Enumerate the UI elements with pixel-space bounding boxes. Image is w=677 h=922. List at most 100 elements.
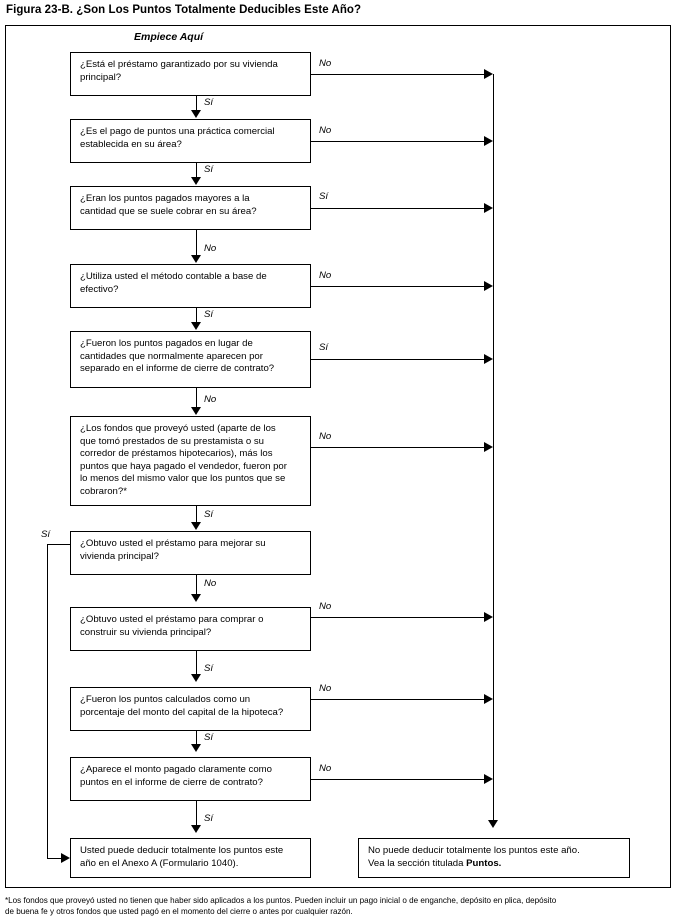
edge-q9-right-arrow-icon <box>484 694 493 704</box>
edge-q5-right-arrow-icon <box>484 354 493 364</box>
edge-label-q1-si: Sí <box>204 97 214 108</box>
decision-box-q8-line-2: construir su vivienda principal? <box>80 626 212 638</box>
edge-q2-down-arrow-icon <box>191 177 201 185</box>
edge-label-q3-no: No <box>204 243 217 254</box>
decision-box-q1-line-2: principal? <box>80 71 122 83</box>
terminal-box-not-deductible-line-1: No puede deducir totalmente los puntos e… <box>368 845 580 856</box>
decision-box-q1[interactable]: ¿Está el préstamo garantizado por su viv… <box>70 52 311 96</box>
footnote: *Los fondos que proveyó usted no tienen … <box>5 895 670 917</box>
edge-label-q7-no: No <box>204 578 217 589</box>
decision-box-q8-line-1: ¿Obtuvo usted el préstamo para comprar o <box>80 614 264 625</box>
decision-box-q2[interactable]: ¿Es el pago de puntos una práctica comer… <box>70 119 311 163</box>
left-return-top-segment <box>47 544 70 545</box>
edge-q5-down-arrow-icon <box>191 407 201 415</box>
edge-q3-right-arrow-icon <box>484 203 493 213</box>
start-here-label: Empiece Aquí <box>134 31 204 43</box>
figure-border <box>5 25 671 888</box>
edge-q10-right-line <box>311 779 491 780</box>
edge-q8-down-arrow-icon <box>191 674 201 682</box>
edge-q8-right-arrow-icon <box>484 612 493 622</box>
terminal-box-deductible-line-2: año en el Anexo A (Formulario 1040). <box>80 857 239 869</box>
decision-box-q7[interactable]: ¿Obtuvo usted el préstamo para mejorar s… <box>70 531 311 575</box>
decision-box-q10-line-1: ¿Aparece el monto pagado claramente como <box>80 764 272 775</box>
decision-box-q6-line-6: cobraron?* <box>80 485 127 497</box>
edge-label-q10-no: No <box>319 763 332 774</box>
edge-label-q2-no: No <box>319 125 332 136</box>
edge-q2-down-line <box>196 163 197 178</box>
edge-q5-right-line <box>311 359 491 360</box>
edge-q4-down-arrow-icon <box>191 322 201 330</box>
edge-q10-down-line <box>196 801 197 826</box>
edge-label-q6-si: Sí <box>204 509 214 520</box>
footnote-line-2: de buena fe y otros fondos que usted pag… <box>5 907 353 916</box>
decision-box-q5-line-3: separado en el informe de cierre de cont… <box>80 363 275 375</box>
decision-box-q3[interactable]: ¿Eran los puntos pagados mayores a la ca… <box>70 186 311 230</box>
decision-box-q6-line-2: que tomó prestados de su prestamista o s… <box>80 435 264 447</box>
terminal-box-not-deductible[interactable]: No puede deducir totalmente los puntos e… <box>358 838 630 878</box>
edge-q1-right-line <box>311 74 491 75</box>
edge-label-q4-si: Sí <box>204 309 214 320</box>
edge-q1-down-arrow-icon <box>191 110 201 118</box>
decision-box-q1-line-1: ¿Está el préstamo garantizado por su viv… <box>80 59 278 70</box>
edge-q3-right-line <box>311 208 491 209</box>
edge-q4-right-arrow-icon <box>484 281 493 291</box>
edge-q9-down-line <box>196 731 197 745</box>
edge-q8-down-line <box>196 651 197 675</box>
left-return-arrow-right-icon <box>61 853 70 863</box>
edge-q2-right-arrow-icon <box>484 136 493 146</box>
edge-q9-right-line <box>311 699 491 700</box>
decision-box-q6-line-3: corredor de préstamos hipotecarios), más… <box>80 448 273 460</box>
edge-label-q2-si: Sí <box>204 164 214 175</box>
edge-q4-right-line <box>311 286 491 287</box>
edge-label-q9-si: Sí <box>204 732 214 743</box>
decision-box-q10-line-2: puntos en el informe de cierre de contra… <box>80 776 263 788</box>
edge-q3-down-arrow-icon <box>191 255 201 263</box>
footnote-line-1: *Los fondos que proveyó usted no tienen … <box>5 896 557 905</box>
edge-label-q8-si: Sí <box>204 663 214 674</box>
edge-label-q5-no: No <box>204 394 217 405</box>
decision-box-q9-line-1: ¿Fueron los puntos calculados como un <box>80 694 251 705</box>
decision-box-q4-line-2: efectivo? <box>80 283 119 295</box>
decision-box-q6[interactable]: ¿Los fondos que proveyó usted (aparte de… <box>70 416 311 506</box>
edge-label-q4-no: No <box>319 270 332 281</box>
decision-box-q9[interactable]: ¿Fueron los puntos calculados como un po… <box>70 687 311 731</box>
decision-box-q2-line-2: establecida en su área? <box>80 138 182 150</box>
decision-box-q8[interactable]: ¿Obtuvo usted el préstamo para comprar o… <box>70 607 311 651</box>
decision-box-q5-line-1: ¿Fueron los puntos pagados en lugar de <box>80 338 253 349</box>
decision-box-q7-line-1: ¿Obtuvo usted el préstamo para mejorar s… <box>80 538 266 549</box>
edge-q2-right-line <box>311 141 491 142</box>
edge-q3-down-line <box>196 230 197 256</box>
terminal-box-not-deductible-line-2: Vea la sección titulada Puntos. <box>368 857 502 869</box>
edge-label-q8-no: No <box>319 601 332 612</box>
edge-label-q5-si: Sí <box>319 342 329 353</box>
figure-title: Figura 23-B. ¿Son Los Puntos Totalmente … <box>6 4 362 16</box>
decision-box-q2-line-1: ¿Es el pago de puntos una práctica comer… <box>80 126 275 137</box>
edge-q6-down-arrow-icon <box>191 522 201 530</box>
decision-box-q4-line-1: ¿Utiliza usted el método contable a base… <box>80 271 267 282</box>
terminal-box-deductible[interactable]: Usted puede deducir totalmente los punto… <box>70 838 311 878</box>
decision-box-q4[interactable]: ¿Utiliza usted el método contable a base… <box>70 264 311 308</box>
decision-box-q10[interactable]: ¿Aparece el monto pagado claramente como… <box>70 757 311 801</box>
edge-label-q10-si: Sí <box>204 813 214 824</box>
edge-q10-down-arrow-icon <box>191 825 201 833</box>
edge-label-q9-no: No <box>319 683 332 694</box>
edge-label-q7-si: Sí <box>41 529 51 540</box>
decision-box-q6-line-1: ¿Los fondos que proveyó usted (aparte de… <box>80 423 276 434</box>
decision-box-q6-line-5: lo menos del mismo valor que los puntos … <box>80 473 286 485</box>
decision-box-q3-line-1: ¿Eran los puntos pagados mayores a la <box>80 193 250 204</box>
left-return-bottom-segment <box>47 858 62 859</box>
decision-box-q3-line-2: cantidad que se suele cobrar en su área? <box>80 205 257 217</box>
decision-box-q5-line-2: cantidades que normalmente aparecen por <box>80 350 263 362</box>
edge-q1-right-arrow-icon <box>484 69 493 79</box>
edge-q7-down-line <box>196 575 197 595</box>
edge-q6-right-line <box>311 447 491 448</box>
left-return-vertical-line <box>47 544 48 859</box>
decision-box-q5[interactable]: ¿Fueron los puntos pagados en lugar de c… <box>70 331 311 388</box>
edge-label-q3-si: Sí <box>319 191 329 202</box>
edge-q10-right-arrow-icon <box>484 774 493 784</box>
right-bus-arrow-down-icon <box>488 820 498 828</box>
edge-q1-down-line <box>196 96 197 111</box>
edge-label-q1-no: No <box>319 58 332 69</box>
edge-q7-down-arrow-icon <box>191 594 201 602</box>
